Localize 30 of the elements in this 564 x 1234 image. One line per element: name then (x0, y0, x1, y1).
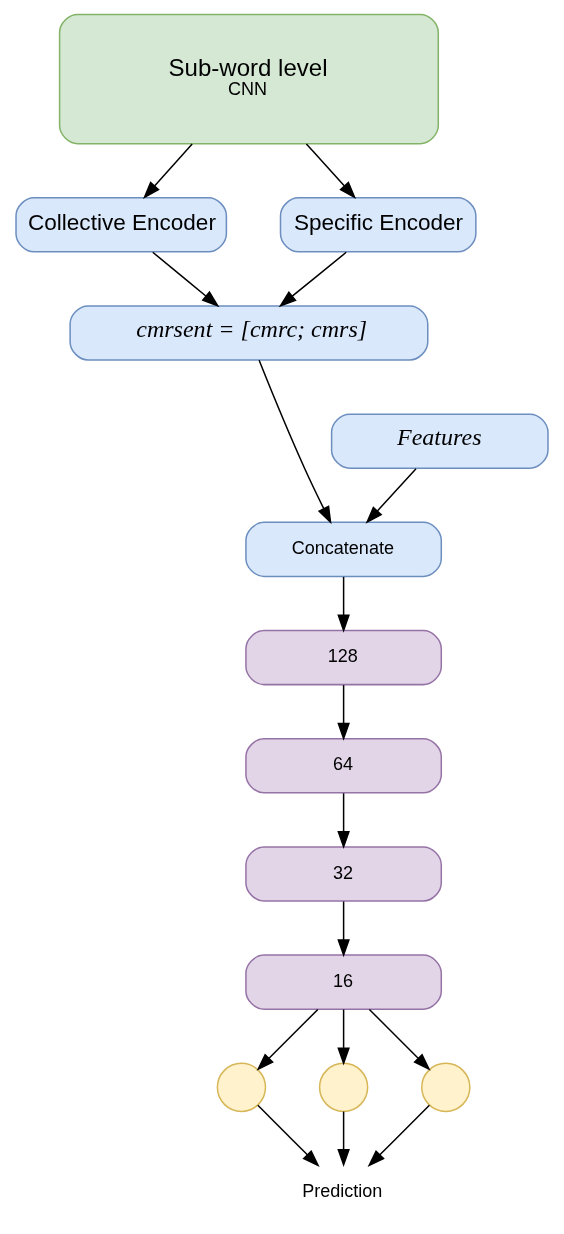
node-circle (216, 1062, 267, 1113)
node-box: 16 (245, 954, 443, 1010)
node-box: Specific Encoder (279, 197, 477, 253)
arrow (337, 1110, 350, 1168)
node-box: 128 (245, 629, 443, 686)
node-box: Concatenate (245, 521, 443, 578)
arrow (368, 1008, 431, 1071)
node-text: Prediction (302, 1181, 383, 1202)
node-box: Collective Encoder (15, 197, 228, 253)
arrow (367, 1104, 431, 1168)
arrow (305, 143, 357, 199)
arrow (258, 359, 332, 525)
node-box: 32 (245, 846, 443, 902)
arrow (256, 1008, 319, 1071)
arrow (365, 467, 417, 524)
arrow (152, 251, 220, 308)
arrow (278, 251, 347, 308)
arrow (257, 1104, 320, 1168)
arrow (143, 143, 193, 199)
node-box: 64 (245, 737, 443, 794)
arrow (337, 684, 350, 741)
node-circle (421, 1062, 471, 1113)
node-box: Features (330, 413, 549, 469)
node-circle (318, 1062, 369, 1113)
arrow (337, 900, 350, 958)
arrow (337, 1008, 350, 1066)
arrow (337, 792, 350, 850)
node-box: Sub-word level CNN (58, 13, 440, 145)
node-box: cmrsent = [cmrc; cmrs] (69, 305, 429, 361)
arrow (337, 576, 350, 633)
